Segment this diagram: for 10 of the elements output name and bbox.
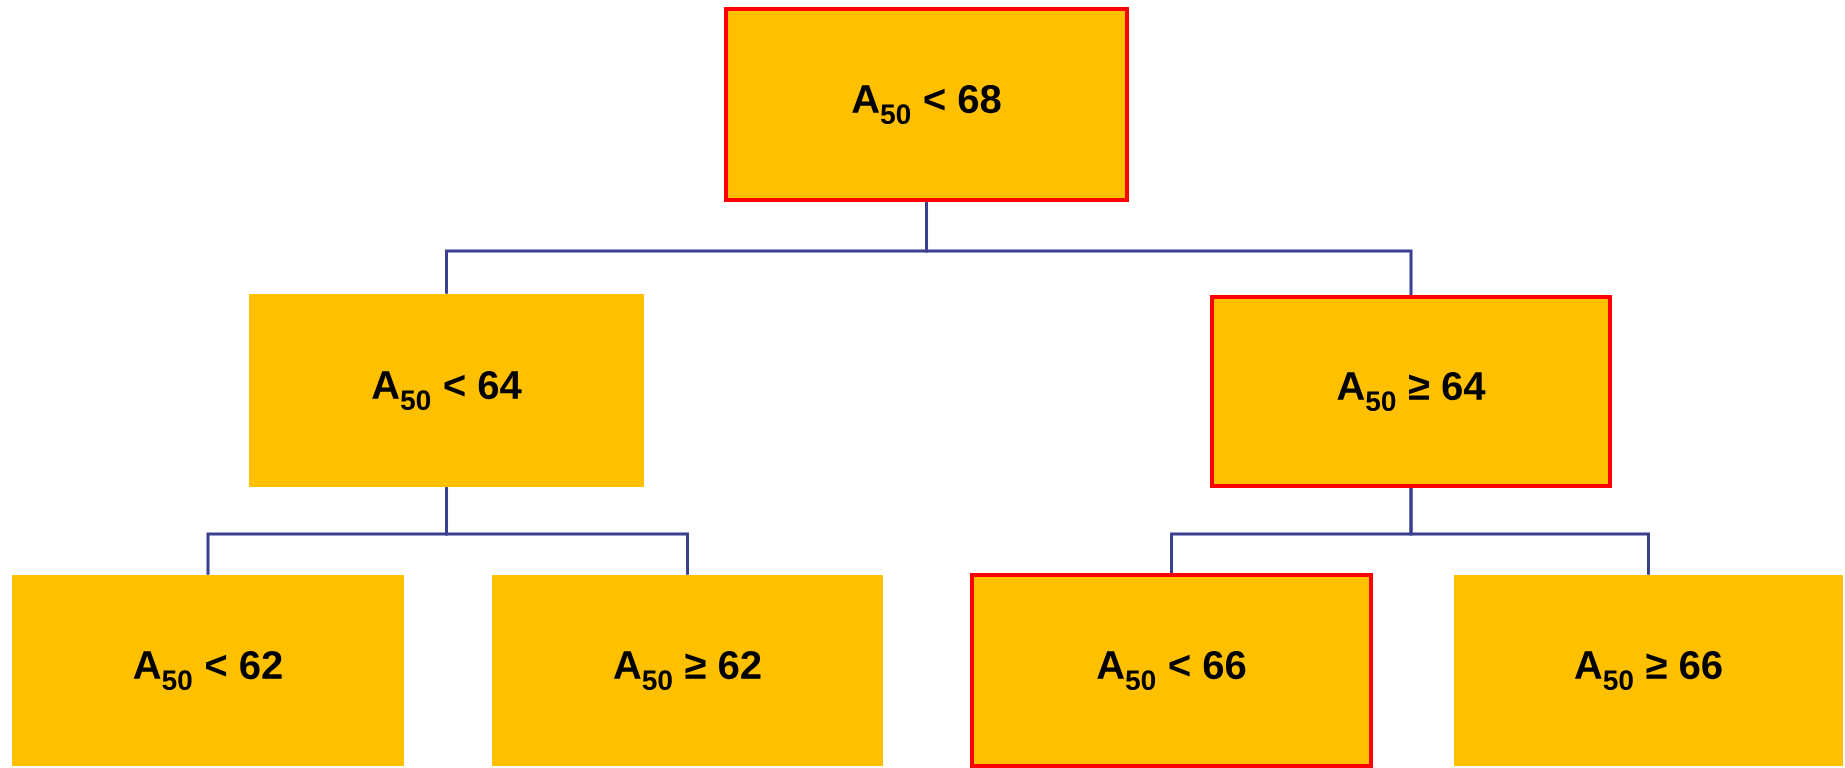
connector-line	[445, 487, 689, 575]
decision-box: A$_{50}$ ≥ 64	[1210, 295, 1612, 488]
connector-line	[1409, 488, 1650, 575]
decision-box: A$_{50}$ < 66	[970, 573, 1373, 768]
decision-box: A$_{50}$ ≥ 62	[492, 575, 883, 766]
decision-box: A$_{50}$ < 64	[249, 294, 644, 487]
decision-box: A$_{50}$ < 68	[724, 7, 1129, 202]
decision-box: A$_{50}$ < 62	[12, 575, 404, 766]
decision-box: A$_{50}$ ≥ 66	[1454, 575, 1843, 766]
connector-line	[925, 202, 1413, 295]
